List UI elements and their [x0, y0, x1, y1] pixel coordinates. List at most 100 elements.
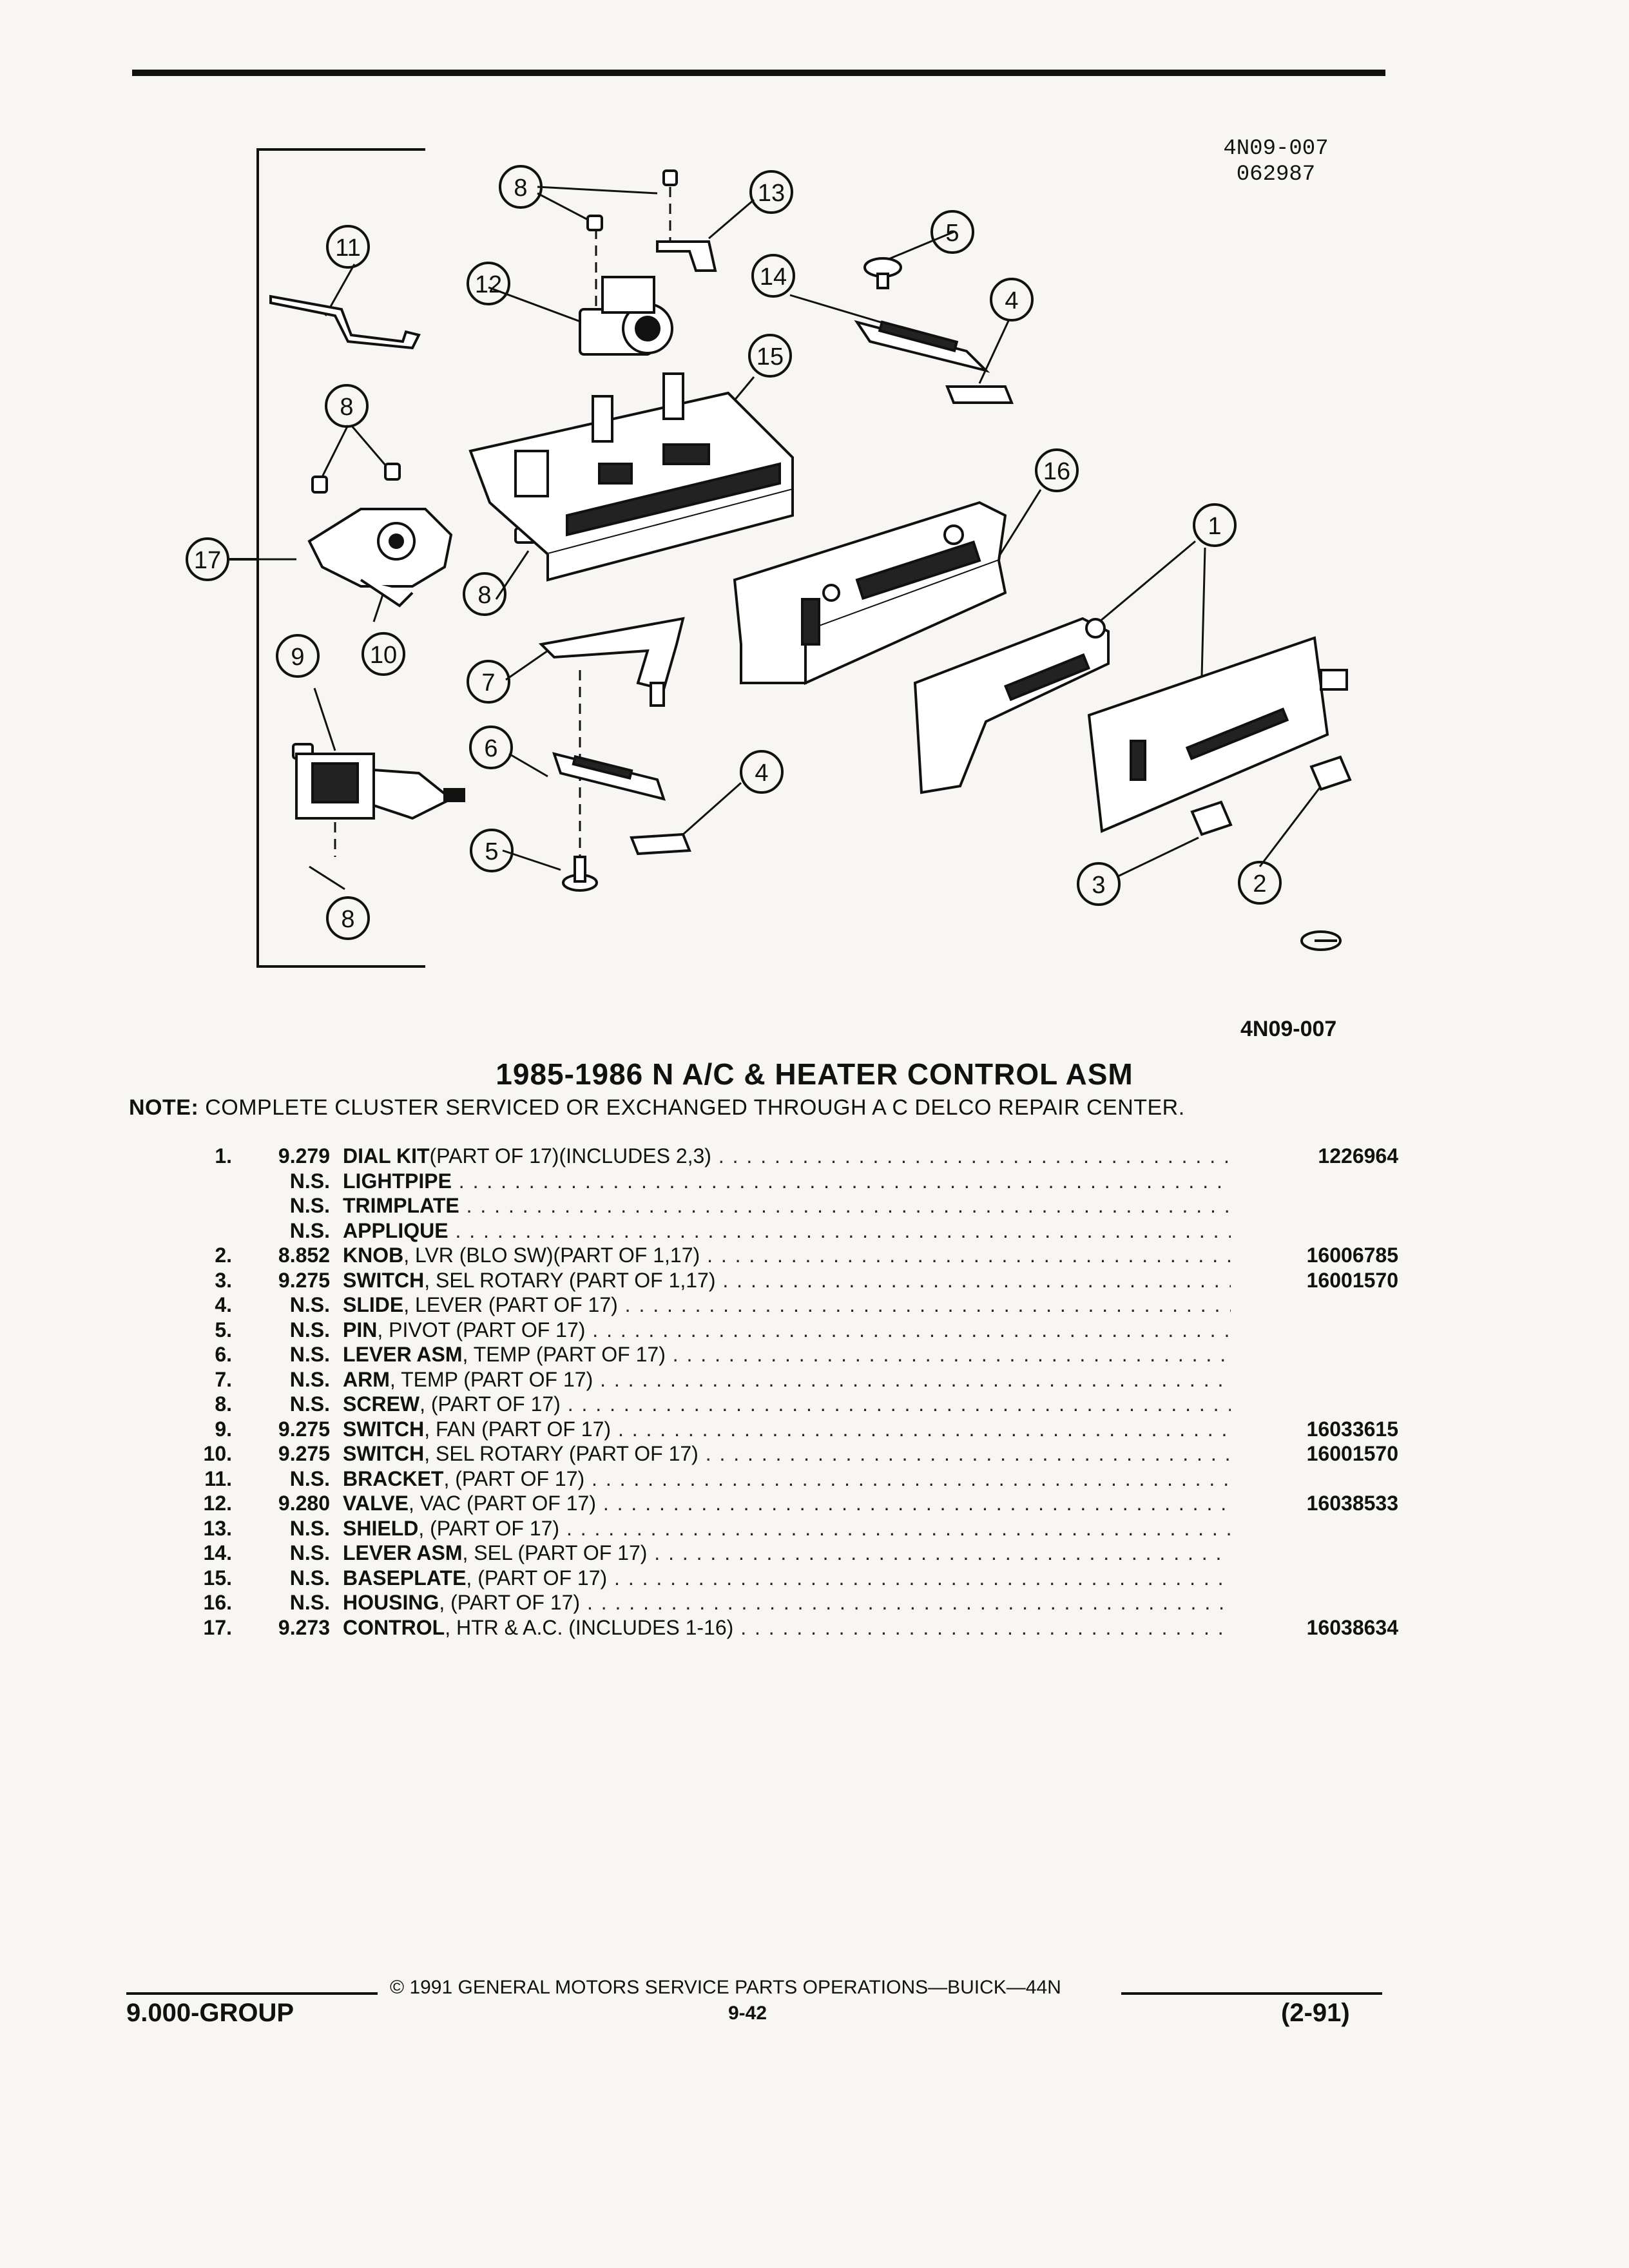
- leader-dots: . . . . . . . . . . . . . . . . . . . . …: [672, 1343, 1231, 1366]
- doc-id-date: 062987: [1236, 162, 1316, 187]
- part-number: 16006785: [1306, 1244, 1398, 1267]
- part-name: ARM: [343, 1367, 390, 1391]
- leader-dots: . . . . . . . . . . . . . . . . . . . . …: [458, 1169, 1231, 1193]
- callout-10: 10: [370, 642, 397, 669]
- callout-circle-4a: [990, 278, 1034, 322]
- part-detail: , FAN (PART OF 17): [424, 1417, 612, 1441]
- leader-dots: . . . . . . . . . . . . . . . . . . . . …: [592, 1318, 1231, 1341]
- part-number: 16001570: [1306, 1268, 1398, 1292]
- leader-dots: . . . . . . . . . . . . . . . . . . . . …: [740, 1615, 1231, 1639]
- group-number: N.S.: [289, 1318, 330, 1341]
- part-name: KNOB: [343, 1244, 404, 1267]
- group-number: N.S.: [289, 1343, 330, 1366]
- leader-dots: . . . . . . . . . . . . . . . . . . . . …: [600, 1367, 1231, 1391]
- leader-dots: . . . . . . . . . . . . . . . . . . . . …: [592, 1466, 1231, 1490]
- revision: (2-91): [1281, 1999, 1350, 2027]
- exploded-parts-diagram: 8 13 5 4 11 12 14 15 8 16 1 17 8 9 10 7 …: [186, 148, 1352, 968]
- part-number: 16033615: [1306, 1417, 1398, 1441]
- part-name: BASEPLATE: [343, 1566, 467, 1590]
- item-number: 4.: [215, 1293, 232, 1316]
- parts-row: 8.N.S.SCREW, (PART OF 17) . . . . . . . …: [174, 1392, 1398, 1417]
- callout-8c: 8: [477, 582, 491, 609]
- callout-4a: 4: [1005, 287, 1018, 314]
- part-detail: , SEL ROTARY (PART OF 17): [424, 1442, 699, 1465]
- note-label: NOTE:: [129, 1095, 199, 1120]
- parts-row: N.S.LIGHTPIPE . . . . . . . . . . . . . …: [174, 1169, 1398, 1194]
- part-description: SWITCH, SEL ROTARY (PART OF 17) . . . . …: [343, 1441, 1231, 1466]
- parts-row: 4.N.S.SLIDE, LEVER (PART OF 17) . . . . …: [174, 1293, 1398, 1318]
- callout-16: 16: [1043, 458, 1070, 485]
- group-number: 9.275: [278, 1268, 330, 1292]
- callout-14: 14: [760, 264, 787, 291]
- part-name: APPLIQUE: [343, 1218, 448, 1242]
- part-description: LEVER ASM, TEMP (PART OF 17) . . . . . .…: [343, 1342, 1231, 1367]
- part-description: DIAL KIT(PART OF 17)(INCLUDES 2,3) . . .…: [343, 1144, 1231, 1168]
- group-number: N.S.: [289, 1541, 330, 1564]
- callout-13: 13: [758, 180, 785, 207]
- leader-dots: . . . . . . . . . . . . . . . . . . . . …: [707, 1244, 1231, 1267]
- part-description: LEVER ASM, SEL (PART OF 17) . . . . . . …: [343, 1541, 1231, 1565]
- part-detail: , TEMP (PART OF 17): [389, 1367, 593, 1391]
- item-number: 7.: [215, 1367, 232, 1391]
- part-description: SHIELD, (PART OF 17) . . . . . . . . . .…: [343, 1516, 1231, 1541]
- part-name: HOUSING: [343, 1591, 439, 1614]
- part-name: SCREW: [343, 1392, 420, 1416]
- top-rule: [132, 70, 1385, 76]
- item-number: 1.: [215, 1144, 232, 1168]
- callout-circle-13: [749, 170, 793, 214]
- part-description: VALVE, VAC (PART OF 17) . . . . . . . . …: [343, 1491, 1231, 1515]
- part-detail: , VAC (PART OF 17): [408, 1492, 596, 1515]
- note: NOTE: COMPLETE CLUSTER SERVICED OR EXCHA…: [129, 1095, 1185, 1120]
- part-detail: , SEL (PART OF 17): [462, 1541, 648, 1564]
- part-name: CONTROL: [343, 1615, 445, 1639]
- callout-9: 9: [291, 644, 304, 671]
- callout-11: 11: [335, 235, 360, 262]
- item-number: 2.: [215, 1244, 232, 1267]
- leader-dots: . . . . . . . . . . . . . . . . . . . . …: [654, 1541, 1231, 1564]
- group-number: 9.273: [278, 1615, 330, 1639]
- doc-id-top: 4N09-007: [1223, 137, 1329, 161]
- part-name: PIN: [343, 1318, 378, 1341]
- parts-row: 16.N.S.HOUSING, (PART OF 17) . . . . . .…: [174, 1590, 1398, 1615]
- item-number: 3.: [215, 1268, 232, 1292]
- part-name: SWITCH: [343, 1442, 425, 1465]
- group-number: N.S.: [289, 1516, 330, 1540]
- callout-5a: 5: [945, 220, 959, 247]
- callout-circle-7: [467, 660, 510, 704]
- parts-row: N.S.APPLIQUE . . . . . . . . . . . . . .…: [174, 1218, 1398, 1244]
- leader-dots: . . . . . . . . . . . . . . . . . . . . …: [586, 1591, 1231, 1614]
- part-name: DIAL KIT: [343, 1144, 430, 1168]
- item-number: 9.: [215, 1417, 232, 1441]
- part-name: VALVE: [343, 1492, 409, 1515]
- group-number: 9.280: [278, 1492, 330, 1515]
- callout-2: 2: [1253, 870, 1266, 898]
- part-name: LEVER ASM: [343, 1541, 463, 1564]
- callout-5b: 5: [485, 838, 498, 865]
- callout-circle-8a: [499, 165, 543, 209]
- page-title: 1985-1986 N A/C & HEATER CONTROL ASM: [496, 1057, 1133, 1091]
- leader-dots: . . . . . . . . . . . . . . . . . . . . …: [624, 1293, 1231, 1316]
- group-number: N.S.: [289, 1392, 330, 1416]
- part-description: APPLIQUE . . . . . . . . . . . . . . . .…: [343, 1218, 1231, 1243]
- part-name: LEVER ASM: [343, 1343, 463, 1366]
- callout-12: 12: [475, 271, 502, 298]
- part-number: 1226964: [1318, 1144, 1398, 1168]
- note-text: COMPLETE CLUSTER SERVICED OR EXCHANGED T…: [205, 1095, 1185, 1120]
- parts-row: 14.N.S.LEVER ASM, SEL (PART OF 17) . . .…: [174, 1541, 1398, 1566]
- callout-circle-16: [1035, 448, 1079, 492]
- callout-circle-8d: [326, 896, 370, 940]
- part-description: BASEPLATE, (PART OF 17) . . . . . . . . …: [343, 1566, 1231, 1590]
- callout-17: 17: [194, 547, 221, 574]
- group-number: N.S.: [289, 1367, 330, 1391]
- leader-dots: . . . . . . . . . . . . . . . . . . . . …: [455, 1218, 1231, 1242]
- item-number: 8.: [215, 1392, 232, 1416]
- item-number: 15.: [203, 1566, 232, 1590]
- part-detail: , (PART OF 17): [466, 1566, 608, 1590]
- part-detail: , (PART OF 17): [419, 1392, 561, 1416]
- parts-row: 15.N.S.BASEPLATE, (PART OF 17) . . . . .…: [174, 1566, 1398, 1591]
- copyright-line: © 1991 GENERAL MOTORS SERVICE PARTS OPER…: [390, 1977, 1061, 1998]
- group-number: 8.852: [278, 1244, 330, 1267]
- callout-circle-2: [1238, 861, 1282, 905]
